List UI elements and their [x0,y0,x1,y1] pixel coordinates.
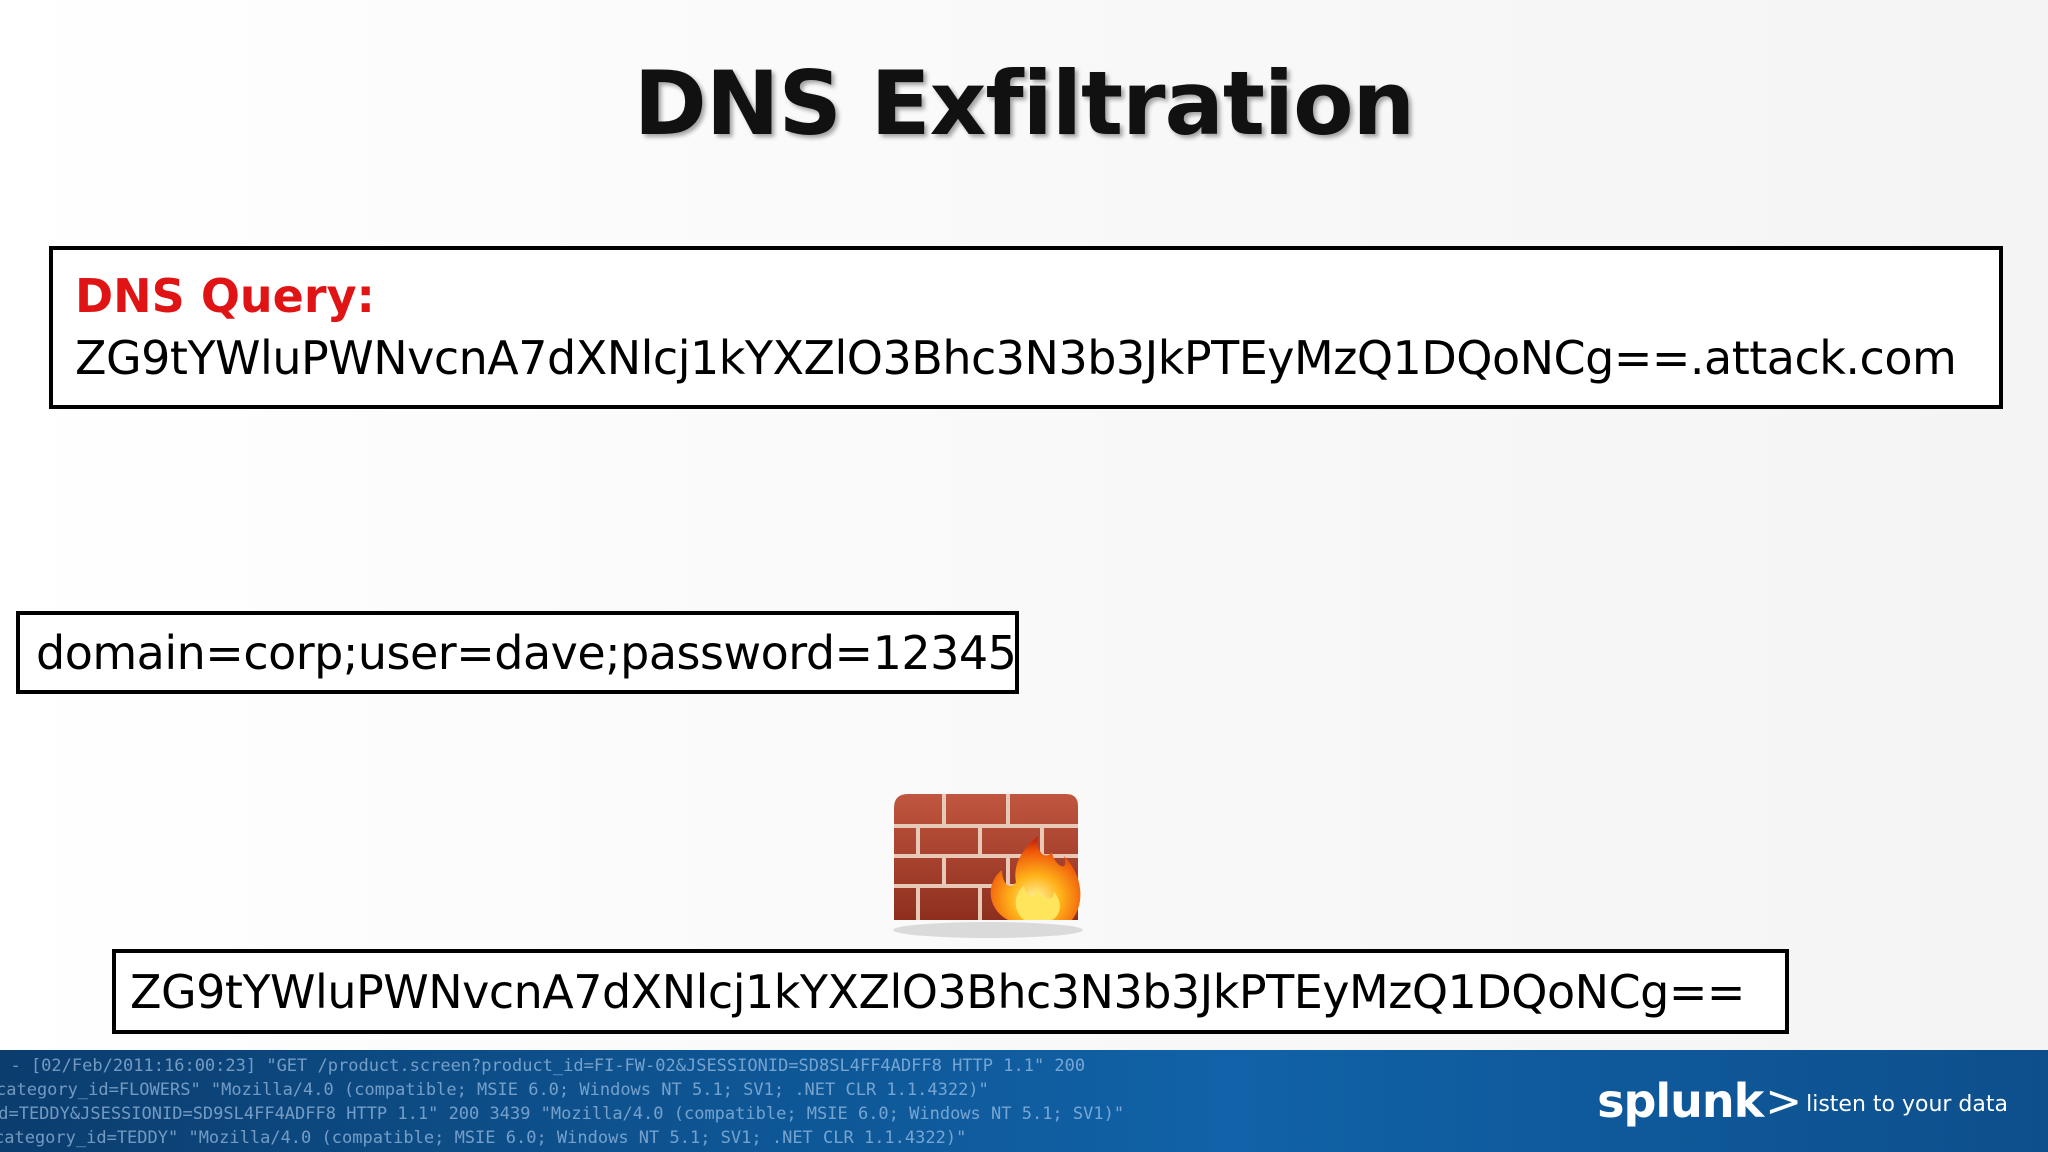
log-line: id=TEDDY&JSESSIONID=SD9SL4FF4ADFF8 HTTP … [0,1104,1125,1124]
encoded-payload-box: ZG9tYWluPWNvcnA7dXNlcj1kYXZlO3Bhc3N3b3Jk… [112,949,1789,1034]
log-line: - - [02/Feb/2011:16:00:23] "GET /product… [0,1056,1086,1076]
log-line: category_id=TEDDY" "Mozilla/4.0 (compati… [0,1128,967,1148]
log-line: category_id=FLOWERS" "Mozilla/4.0 (compa… [0,1080,989,1100]
slide-title: DNS Exfiltration [633,52,1415,155]
chevron-right-icon: > [1765,1075,1803,1127]
brand-tagline: listen to your data [1806,1091,2008,1117]
footer-banner: - - [02/Feb/2011:16:00:23] "GET /product… [0,1050,2048,1152]
dns-query-label: DNS Query: [75,269,375,323]
dns-query-box: DNS Query: ZG9tYWluPWNvcnA7dXNlcj1kYXZlO… [49,246,2003,409]
firewall-icon [893,794,1083,938]
splunk-logo: splunk > listen to your data [1597,1074,2008,1128]
brand-name: splunk [1597,1074,1764,1128]
plaintext-box: domain=corp;user=dave;password=12345 [16,611,1019,694]
dns-query-value: ZG9tYWluPWNvcnA7dXNlcj1kYXZlO3Bhc3N3b3Jk… [75,331,1957,385]
